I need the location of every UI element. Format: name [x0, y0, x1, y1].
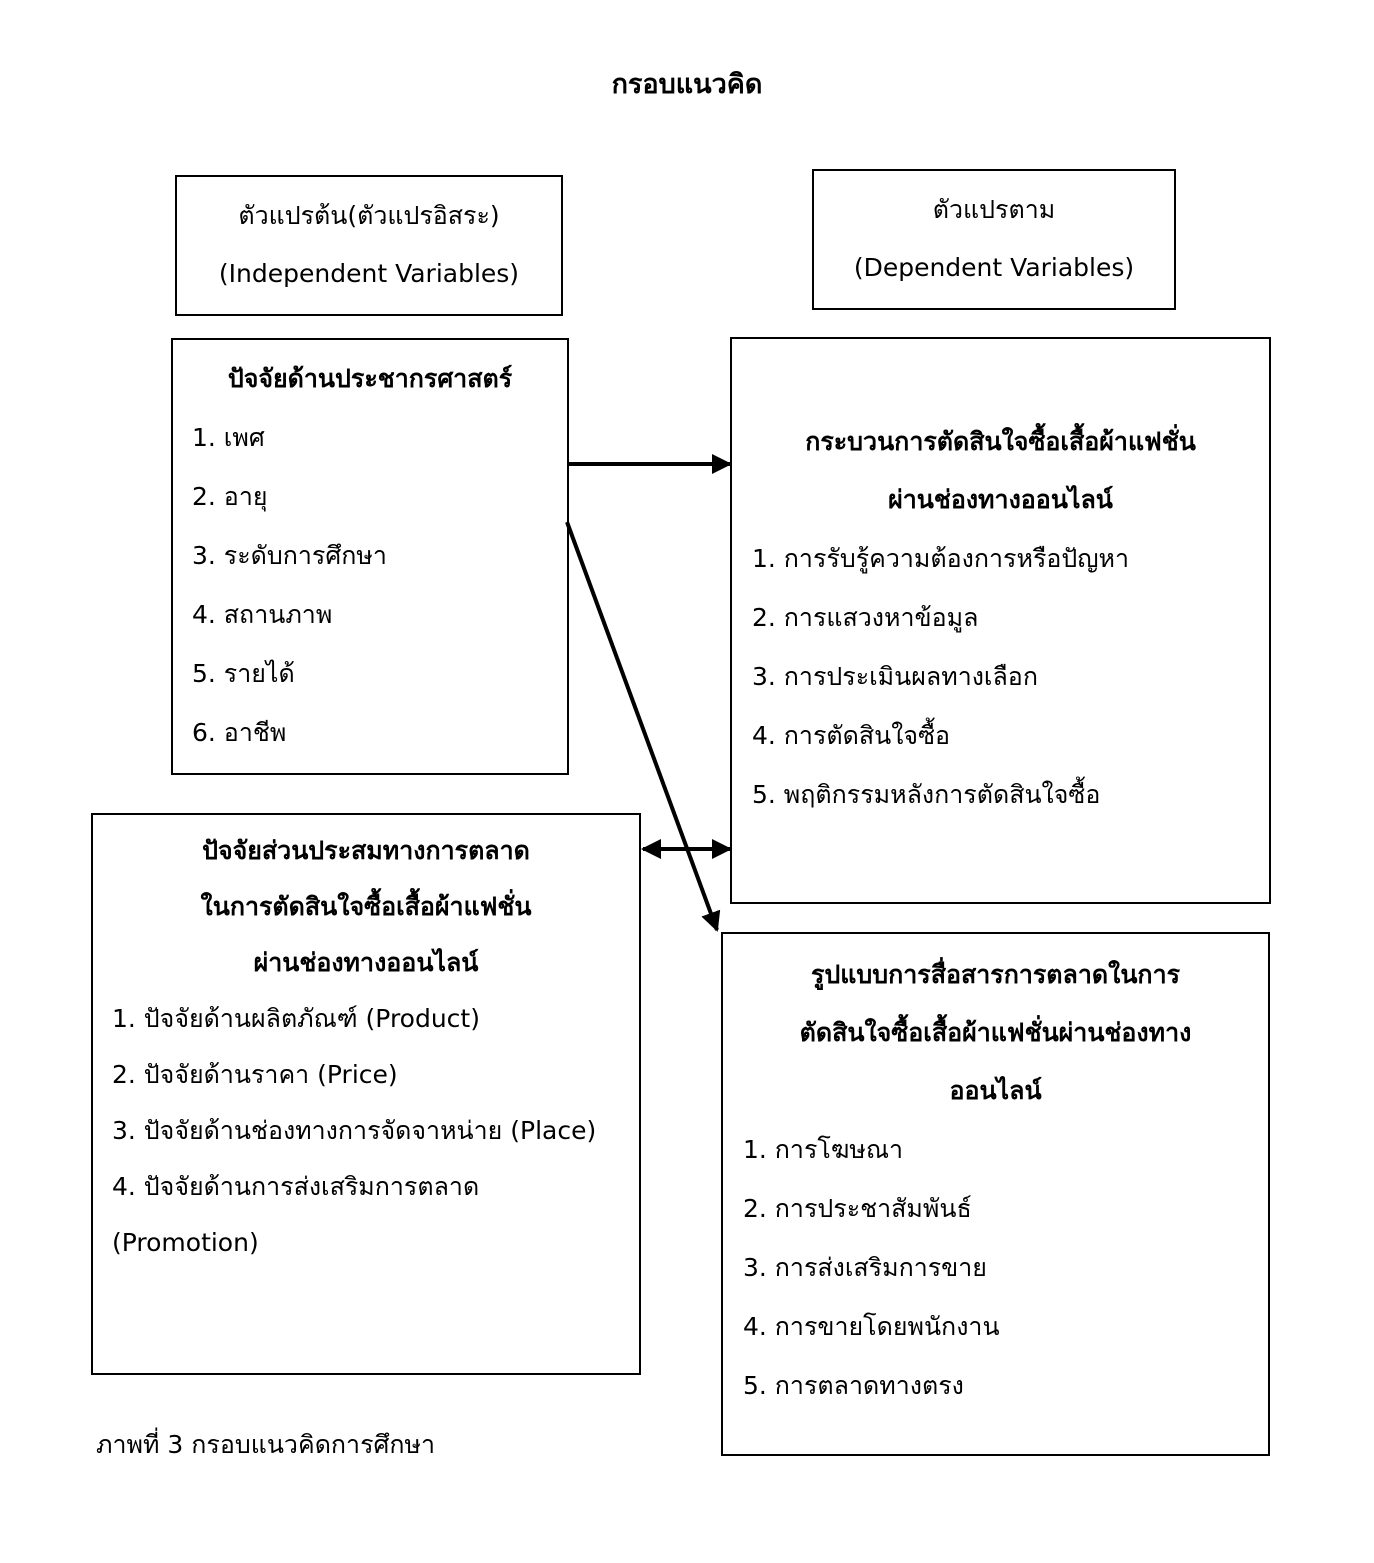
dependent-header-english: (Dependent Variables)	[853, 253, 1135, 282]
list-item: 5. การตลาดทางตรง	[743, 1371, 964, 1400]
demographics-box: ปัจจัยด้านประชากรศาสตร์ 1. เพศ 2. อายุ 3…	[171, 338, 569, 775]
dependent-header-thai: ตัวแปรตาม	[932, 195, 1056, 224]
marketing-mix-list: 1. ปัจจัยด้านผลิตภัณฑ์ (Product) 2. ปัจจ…	[93, 991, 639, 1271]
communication-box: รูปแบบการสื่อสารการตลาดในการ ตัดสินใจซื้…	[721, 932, 1270, 1456]
communication-title-line1: รูปแบบการสื่อสารการตลาดในการ	[810, 960, 1181, 989]
independent-header-english: (Independent Variables)	[218, 259, 520, 288]
list-item: 3. ปัจจัยด้านช่องทางการจัดจาหน่าย (Place…	[112, 1116, 597, 1145]
list-item: 2. อายุ	[192, 482, 268, 511]
list-item: 5. รายได้	[192, 659, 295, 688]
list-item: 3. ระดับการศึกษา	[192, 541, 387, 570]
list-item: (Promotion)	[112, 1228, 259, 1257]
marketing-mix-title-line2: ในการตัดสินใจซื้อเสื้อผ้าแฟชั่น	[200, 892, 532, 921]
list-item: 5. พฤติกรรมหลังการตัดสินใจซื้อ	[752, 780, 1101, 809]
list-item: 4. สถานภาพ	[192, 600, 333, 629]
list-item: 4. ปัจจัยด้านการส่งเสริมการตลาด	[112, 1172, 480, 1201]
independent-variables-header: ตัวแปรต้น(ตัวแปรอิสระ) (Independent Vari…	[175, 175, 563, 316]
figure-caption: ภาพที่ 3 กรอบแนวคิดการศึกษา	[96, 1430, 436, 1459]
diagram-title: กรอบแนวคิด	[611, 69, 763, 100]
list-item: 1. การโฆษณา	[743, 1135, 904, 1164]
list-item: 1. การรับรู้ความต้องการหรือปัญหา	[752, 544, 1130, 573]
list-item: 4. การขายโดยพนักงาน	[743, 1312, 1000, 1341]
marketing-mix-box: ปัจจัยส่วนประสมทางการตลาด ในการตัดสินใจซ…	[91, 813, 641, 1375]
decision-process-title-line1: กระบวนการตัดสินใจซื้อเสื้อผ้าแฟชั่น	[805, 427, 1196, 456]
list-item: 3. การส่งเสริมการขาย	[743, 1253, 987, 1282]
list-item: 3. การประเมินผลทางเลือก	[752, 662, 1038, 691]
decision-process-list: 1. การรับรู้ความต้องการหรือปัญหา 2. การแ…	[732, 529, 1269, 824]
dependent-variables-header: ตัวแปรตาม (Dependent Variables)	[812, 169, 1176, 310]
independent-header-thai: ตัวแปรต้น(ตัวแปรอิสระ)	[238, 201, 500, 230]
communication-list: 1. การโฆษณา 2. การประชาสัมพันธ์ 3. การส่…	[723, 1120, 1268, 1415]
marketing-mix-title-line1: ปัจจัยส่วนประสมทางการตลาด	[202, 836, 530, 865]
communication-title-line2: ตัดสินใจซื้อเสื้อผ้าแฟชั่นผ่านช่องทาง	[799, 1018, 1192, 1047]
decision-process-box: กระบวนการตัดสินใจซื้อเสื้อผ้าแฟชั่น ผ่าน…	[730, 337, 1271, 904]
decision-process-title-line2: ผ่านช่องทางออนไลน์	[888, 485, 1113, 514]
list-item: 1. เพศ	[192, 423, 265, 452]
demographics-title: ปัจจัยด้านประชากรศาสตร์	[227, 364, 513, 393]
list-item: 4. การตัดสินใจซื้อ	[752, 721, 951, 750]
list-item: 2. ปัจจัยด้านราคา (Price)	[112, 1060, 398, 1089]
list-item: 6. อาชีพ	[192, 718, 287, 747]
arrow-demographics-to-communication	[565, 521, 721, 932]
marketing-mix-title-line3: ผ่านช่องทางออนไลน์	[253, 948, 479, 977]
list-item: 1. ปัจจัยด้านผลิตภัณฑ์ (Product)	[112, 1004, 480, 1033]
demographics-list: 1. เพศ 2. อายุ 3. ระดับการศึกษา 4. สถานภ…	[173, 408, 567, 762]
list-item: 2. การประชาสัมพันธ์	[743, 1194, 972, 1223]
list-item: 2. การแสวงหาข้อมูล	[752, 603, 979, 632]
communication-title-line3: ออนไลน์	[949, 1076, 1042, 1105]
